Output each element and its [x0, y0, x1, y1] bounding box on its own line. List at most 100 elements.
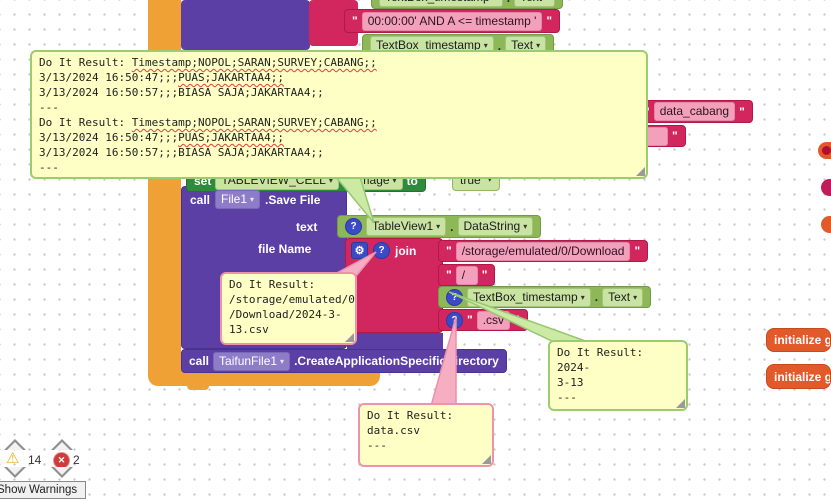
socket-label-filename: file Name	[258, 242, 312, 256]
close-quote: "	[514, 313, 520, 327]
clipped-block-stub-1-inner	[822, 146, 831, 155]
result-line: Do It Result: Timestamp;NOPOL;SARAN;SURV…	[39, 56, 377, 69]
dot-separator: .	[450, 219, 454, 234]
help-icon[interactable]: ?	[345, 218, 362, 235]
text-field[interactable]: data_cabang	[653, 102, 736, 121]
resize-handle-icon[interactable]	[345, 333, 354, 342]
result-text: Do It Result: 2024- 3-13 ---	[557, 346, 644, 404]
chevron-down-icon: ▾	[536, 41, 541, 50]
close-quote: "	[481, 268, 488, 282]
call-label: call	[190, 192, 211, 207]
close-quote: "	[634, 244, 641, 258]
errors-down-arrow-icon[interactable]	[51, 467, 73, 478]
chevron-down-icon: ▾	[250, 195, 255, 204]
do-it-result-balloon-main[interactable]: Do It Result: Timestamp;NOPOL;SARAN;SURV…	[30, 50, 648, 179]
errors-up-arrow-icon[interactable]	[51, 439, 73, 450]
call-label: call	[189, 354, 210, 368]
do-it-result-balloon-date[interactable]: Do It Result: 2024- 3-13 ---	[548, 340, 688, 411]
result-text: Do It Result: data.csv ---	[367, 409, 454, 452]
chevron-down-icon: ▾	[487, 175, 492, 184]
help-icon[interactable]: ?	[446, 288, 463, 306]
chevron-down-icon: ▾	[280, 356, 285, 366]
component-dropdown[interactable]: TaifunFile1 ▾	[213, 351, 291, 371]
getter-block-tableview-datastring[interactable]: ? TableView1 ▾ . DataString ▾	[337, 215, 542, 238]
dot-separator: .	[594, 290, 599, 304]
property-dropdown[interactable]: Text ▾	[602, 287, 644, 307]
dot-separator: .	[507, 0, 510, 5]
component-dropdown[interactable]: TextBox_timestamp ▾	[467, 287, 591, 307]
gear-icon[interactable]: ⚙	[351, 242, 368, 259]
text-field[interactable]: .csv	[476, 310, 511, 330]
error-count: 2	[73, 453, 80, 467]
help-icon[interactable]: ?	[446, 311, 463, 329]
component-dropdown[interactable]: TableView1 ▾	[366, 217, 447, 236]
result-line: ---	[39, 101, 59, 114]
do-it-result-balloon-path[interactable]: Do It Result: /storage/emulated/0 /Downl…	[220, 272, 357, 345]
help-icon[interactable]: ?	[373, 242, 390, 259]
warning-icon: ⚠	[6, 450, 20, 467]
text-block-timestamp-condition[interactable]: " 00:00:00' AND A <= timestamp ' "	[344, 9, 561, 33]
initialize-global-block-2[interactable]: initialize gl	[766, 364, 831, 389]
result-line: 3/13/2024 16:50:57;;;BIASA SAJA;JAKARTAA…	[39, 86, 324, 99]
text-field[interactable]: 00:00:00' AND A <= timestamp '	[361, 11, 543, 31]
chevron-down-icon: ▾	[436, 222, 441, 231]
method-label: .Save File	[265, 192, 321, 207]
resize-handle-icon[interactable]	[482, 455, 491, 464]
initialize-global-block-1[interactable]: initialize gl	[766, 328, 831, 352]
warnings-up-arrow-icon[interactable]	[4, 439, 26, 450]
hidden-purple-block-fragment[interactable]	[181, 0, 310, 50]
result-line: Do It Result: Timestamp;NOPOL;SARAN;SURV…	[39, 116, 377, 129]
resize-handle-icon[interactable]	[676, 399, 685, 408]
method-label: .CreateApplicationSpecificDirectory	[294, 354, 499, 368]
open-quote: "	[446, 244, 452, 258]
error-icon: ✕	[53, 452, 70, 469]
control-block-bottom-edge[interactable]	[148, 370, 380, 386]
call-block-file1-bottom	[347, 333, 443, 349]
text-block-download-path[interactable]: " /storage/emulated/0/Download "	[438, 240, 649, 262]
component-dropdown[interactable]: TextBox_timestamp ▾	[379, 0, 503, 7]
dot-separator: .	[497, 38, 502, 53]
chevron-down-icon: ▾	[633, 292, 638, 302]
call-block-taifunfile1[interactable]: call TaifunFile1 ▾ .CreateApplicationSpe…	[181, 349, 507, 373]
control-block-bottom-notch	[187, 386, 209, 390]
warning-count: 14	[28, 453, 42, 467]
resize-handle-icon[interactable]	[636, 167, 645, 176]
join-label: join	[395, 243, 417, 258]
property-dropdown[interactable]: DataString ▾	[457, 217, 534, 236]
chevron-down-icon: ▾	[493, 0, 497, 6]
result-line: 3/13/2024 16:50:47;;;PUAS;JAKARTAA4;;	[39, 131, 285, 144]
chevron-down-icon: ▾	[580, 292, 585, 302]
join-block-header: ⚙ ? join	[351, 242, 416, 259]
result-line: 3/13/2024 16:50:57;;;BIASA SAJA;JAKARTAA…	[39, 146, 324, 159]
to-label: to	[406, 173, 418, 188]
result-line: 3/13/2024 16:50:47;;;PUAS;JAKARTAA4;;	[39, 71, 285, 84]
text-field[interactable]: /	[455, 265, 478, 285]
open-quote: "	[352, 14, 358, 28]
getter-block-textbox-timestamp-top[interactable]: TextBox_timestamp ▾ . Text ▾	[371, 0, 564, 9]
warnings-down-arrow-icon[interactable]	[4, 467, 26, 478]
chevron-down-icon: ▾	[545, 0, 549, 6]
result-text: Do It Result: /storage/emulated/0 /Downl…	[229, 278, 355, 336]
clipped-block-stub-2[interactable]	[821, 179, 831, 196]
text-block-data-cabang[interactable]: " data_cabang "	[636, 100, 753, 123]
result-line: ---	[39, 161, 59, 174]
close-quote: "	[672, 129, 678, 143]
chevron-down-icon: ▾	[392, 176, 397, 185]
close-quote: "	[739, 104, 745, 119]
show-warnings-button[interactable]: Show Warnings	[0, 481, 87, 499]
clipped-block-stub-1[interactable]	[818, 142, 831, 159]
getter-block-textbox-timestamp-3[interactable]: ? TextBox_timestamp ▾ . Text ▾	[438, 286, 652, 308]
text-block-csv[interactable]: ? " .csv "	[438, 309, 528, 331]
chevron-down-icon: ▾	[328, 176, 333, 185]
text-block-empty[interactable]: "	[636, 125, 686, 147]
clipped-block-stub-3[interactable]	[821, 216, 831, 233]
component-dropdown[interactable]: File1 ▾	[215, 190, 261, 209]
text-field[interactable]: /storage/emulated/0/Download	[455, 241, 631, 261]
property-dropdown[interactable]: Text ▾	[514, 0, 556, 7]
do-it-result-balloon-filename[interactable]: Do It Result: data.csv ---	[358, 403, 494, 467]
close-quote: "	[546, 14, 553, 28]
open-quote: "	[446, 268, 452, 282]
chevron-down-icon: ▾	[483, 41, 488, 50]
text-block-slash[interactable]: " / "	[438, 264, 496, 286]
